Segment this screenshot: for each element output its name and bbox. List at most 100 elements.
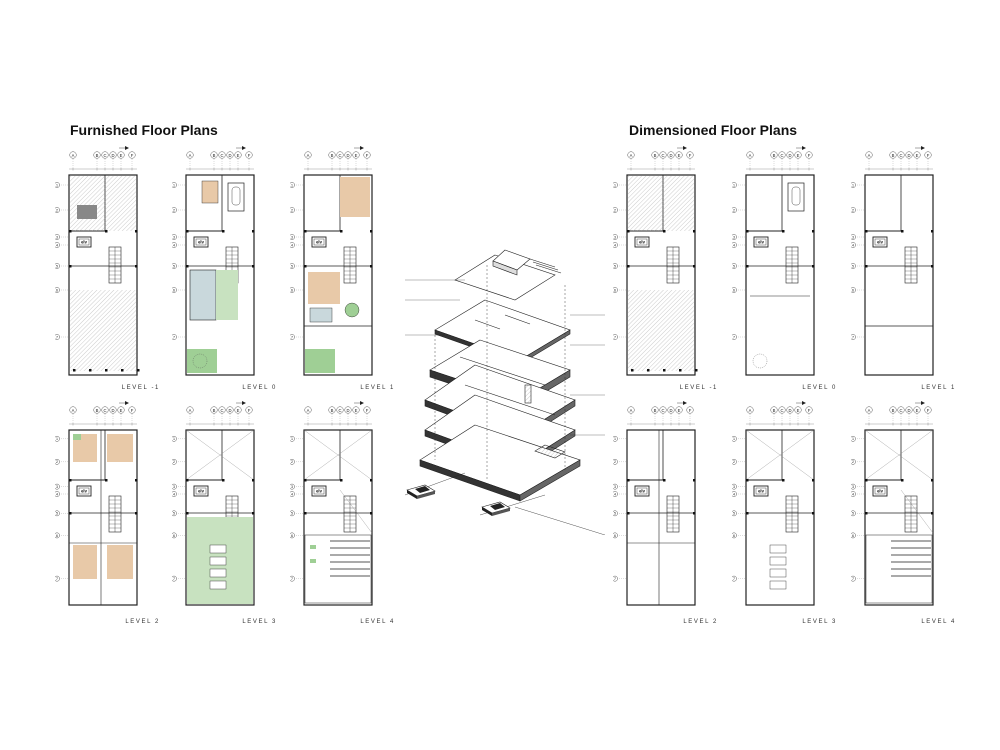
grid-bubble: [897, 406, 905, 414]
grid-row-label: 1: [173, 183, 175, 187]
grid-column-label: E: [797, 153, 800, 158]
grid-row-label: 3: [733, 235, 735, 239]
car-icon: [481, 501, 511, 516]
grid-bubble: [913, 406, 921, 414]
grid-row-label: 6: [733, 288, 735, 292]
grid-column-label: B: [654, 408, 657, 413]
elevator-label: elv: [639, 239, 645, 244]
grid-row-label: 3: [614, 485, 616, 489]
grid-bubble: [352, 406, 360, 414]
grid-column-label: F: [366, 153, 369, 158]
grid-row-label: 5: [852, 264, 854, 268]
grid-row-label: 6: [614, 288, 616, 292]
grid-column-label: C: [661, 153, 664, 158]
dimensioned-floor-plans-title: Dimensioned Floor Plans: [629, 122, 798, 138]
grid-bubble: [675, 151, 683, 159]
grid-bubble: [770, 151, 778, 159]
grid-bubble: [117, 151, 125, 159]
grid-column-label: E: [120, 153, 123, 158]
grid-row-label: 4: [852, 243, 854, 247]
grid-row-label: 2: [56, 460, 58, 464]
grid-column-label: E: [916, 153, 919, 158]
grid-bubble: [897, 151, 905, 159]
grid-row-label: 7: [56, 335, 58, 339]
grid-row-label: 1: [733, 183, 735, 187]
elevator-label: elv: [198, 239, 204, 244]
grid-row-label: 5: [733, 264, 735, 268]
grid-bubble: [913, 151, 921, 159]
grid-column-label: D: [346, 153, 349, 158]
grid-column-label: E: [237, 408, 240, 413]
grid-column-label: B: [213, 153, 216, 158]
grid-bubble: [924, 406, 932, 414]
grid-row-label: 2: [291, 460, 293, 464]
grid-bubble: [746, 406, 754, 414]
level-label: LEVEL -1: [121, 385, 160, 391]
grid-column-label: B: [892, 153, 895, 158]
grid-bubble: [627, 151, 635, 159]
grid-bubble: [304, 151, 312, 159]
grid-bubble: [770, 406, 778, 414]
grid-bubble: [128, 151, 136, 159]
roof-slab: [454, 249, 562, 301]
grid-column-label: E: [237, 153, 240, 158]
grid-bubble: [905, 406, 913, 414]
grid-row-label: 1: [614, 437, 616, 441]
grid-row-label: 4: [56, 243, 58, 247]
grid-bubble: [778, 406, 786, 414]
grid-row-label: 3: [614, 235, 616, 239]
grid-row-label: 7: [291, 335, 293, 339]
grid-bubble: [889, 151, 897, 159]
grid-bubble: [336, 406, 344, 414]
grid-row-label: 6: [614, 534, 616, 538]
grid-bubble: [328, 406, 336, 414]
grid-column-label: F: [131, 408, 134, 413]
grid-column-label: A: [868, 408, 871, 413]
elevator-label: elv: [758, 488, 764, 493]
grid-row-label: 7: [733, 335, 735, 339]
grid-column-label: F: [927, 153, 930, 158]
grid-row-label: 7: [614, 335, 616, 339]
grid-row-label: 3: [173, 235, 175, 239]
grid-row-label: 1: [852, 437, 854, 441]
grid-row-label: 4: [614, 492, 616, 496]
grid-column-label: B: [654, 153, 657, 158]
grid-row-label: 1: [614, 183, 616, 187]
grid-bubble: [234, 406, 242, 414]
grid-row-label: 4: [173, 243, 175, 247]
furnished-floor-plans-title: Furnished Floor Plans: [70, 122, 218, 138]
grid-column-label: D: [111, 408, 114, 413]
grid-row-label: 4: [291, 492, 293, 496]
grid-column-label: F: [248, 153, 251, 158]
grid-column-label: A: [189, 408, 192, 413]
elevator-label: elv: [877, 488, 883, 493]
grid-row-label: 1: [733, 437, 735, 441]
grid-bubble: [210, 151, 218, 159]
grid-row-label: 2: [614, 208, 616, 212]
grid-row-label: 5: [852, 512, 854, 516]
grid-row-label: 5: [56, 512, 58, 516]
grid-row-label: 6: [852, 534, 854, 538]
grid-column-label: B: [773, 153, 776, 158]
grid-column-label: D: [669, 153, 672, 158]
grid-bubble: [344, 151, 352, 159]
grid-row-label: 3: [291, 235, 293, 239]
elevator-label: elv: [81, 488, 87, 493]
grid-row-label: 2: [733, 208, 735, 212]
grid-row-label: 6: [291, 534, 293, 538]
grid-column-label: F: [689, 153, 692, 158]
grid-row-label: 4: [852, 492, 854, 496]
